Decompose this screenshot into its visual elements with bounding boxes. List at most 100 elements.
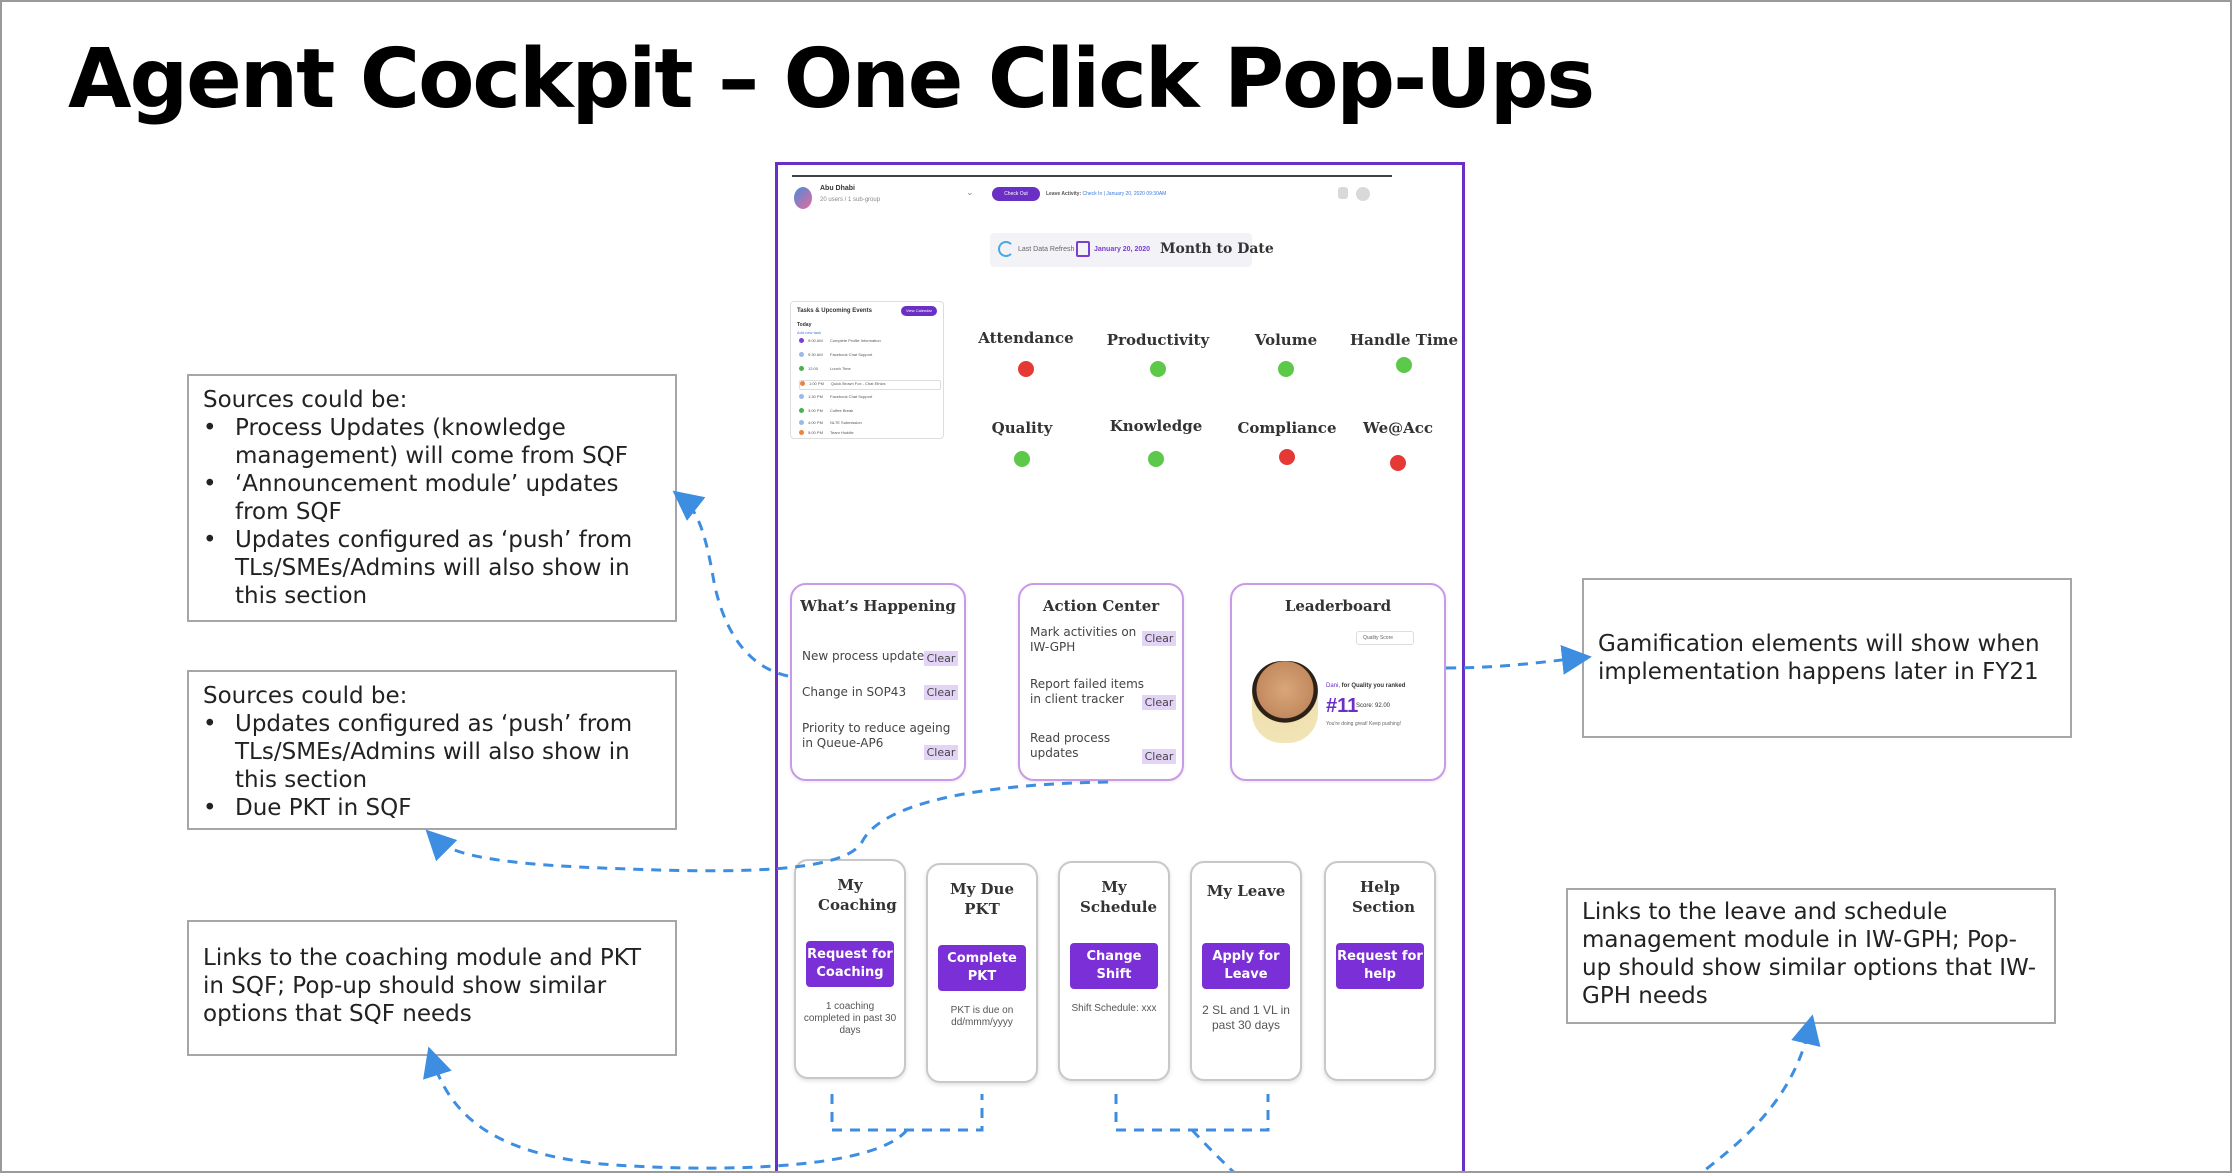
update-item[interactable]: Change in SOP43 [802,685,907,699]
task-dot [799,408,804,414]
checkout-button[interactable]: Check Out [992,187,1040,201]
request-help-button[interactable]: Request for help [1336,943,1424,989]
note-text: Gamification elements will show when imp… [1598,631,2040,685]
clear-button[interactable]: Clear [1142,631,1176,646]
tile-note: PKT is due on dd/mmm/yyyy [950,1005,1014,1028]
period-label[interactable]: Month to Date [1160,241,1274,257]
kpi-status-productivity [1150,361,1166,377]
arrow-whats-happening [672,490,789,678]
task-time: 3:00 PM [808,408,823,413]
note-item: ‘Announcement module’ updates from SQF [203,470,661,526]
kpi-label-productivity: Productivity [1106,331,1210,349]
clear-button[interactable]: Clear [1142,749,1176,764]
clear-button[interactable]: Clear [924,651,958,666]
task-dot [799,366,804,372]
kpi-status-attendance [1018,361,1034,377]
apply-leave-button[interactable]: Apply for Leave [1202,943,1290,989]
tile-title: My Due PKT [950,880,1014,918]
settings-icon[interactable] [1338,187,1348,199]
kpi-label-handle-time: Handle Time [1349,331,1459,349]
chevron-down-icon[interactable]: ⌄ [966,187,974,197]
task-time: 5:00 PM [808,430,823,435]
tile-note: 2 SL and 1 VL in past 30 days [1202,1003,1290,1032]
kpi-label-compliance: Compliance [1237,419,1337,437]
clear-button[interactable]: Clear [924,745,958,760]
leave-activity-value: Check In | January 20, 2020 09:30AM [1082,191,1167,197]
view-calendar-button[interactable]: View Calendar [901,306,937,316]
page-title: Agent Cockpit – One Click Pop-Ups [68,32,1595,127]
kpi-status-we-acc [1390,455,1406,471]
note-text: Links to the leave and schedule manageme… [1582,899,2037,1009]
calendar-icon[interactable] [1076,241,1090,257]
complete-pkt-button[interactable]: Complete PKT [938,945,1026,991]
task-dot [799,430,804,436]
task-time: 12:00 [808,366,819,371]
leaderboard-rank-label: for Quality you ranked [1340,683,1406,689]
add-task-link[interactable]: Add new task [797,330,822,335]
kpi-status-volume [1278,361,1294,377]
clear-button[interactable]: Clear [1142,695,1176,710]
tile-title: My Leave [1206,882,1286,900]
header-divider [792,175,1392,177]
note-item: Updates configured as ‘push’ from TLs/SM… [203,710,661,794]
whats-happening-card: What’s Happening New process update Clea… [790,583,966,781]
kpi-label-we-acc: We@Acc [1362,419,1434,437]
change-shift-button[interactable]: Change Shift [1070,943,1158,989]
refresh-date: January 20, 2020 [1094,246,1151,253]
task-label: Complete Profile Information [830,338,881,343]
task-time: 9:00 AM [808,338,823,343]
tasks-title: Tasks & Upcoming Events [797,308,872,314]
refresh-bar: Last Data Refresh January 20, 2020 Month… [990,233,1274,267]
task-time: 4:00 PM [808,420,823,425]
tile-my-due-pkt: My Due PKT Complete PKT PKT is due on dd… [926,863,1038,1083]
request-coaching-button[interactable]: Request for Coaching [806,941,894,987]
kpi-label-attendance: Attendance [978,329,1074,347]
task-time: 1:00 PM [809,381,824,386]
task-dot [800,381,805,387]
task-item[interactable]: 9:00 AM Complete Profile Information [799,338,941,348]
note-item: Updates configured as ‘push’ from TLs/SM… [203,526,661,610]
kpi-status-compliance [1279,449,1295,465]
tile-help-section: Help Section Request for help [1324,861,1436,1081]
kpi-status-quality [1014,451,1030,467]
leaderboard-card: Leaderboard Quality Score Dani, for Qual… [1230,583,1446,781]
arrow-leaderboard [1445,644,1592,675]
tile-title: Help Section [1352,878,1416,916]
kpi-label-knowledge: Knowledge [1109,417,1203,435]
tile-my-coaching: My Coaching Request for Coaching 1 coach… [794,859,906,1079]
note-sources-2: Sources could be: Updates configured as … [187,670,677,830]
clear-button[interactable]: Clear [924,685,958,700]
refresh-icon[interactable] [998,241,1014,257]
task-dot [799,394,804,400]
tasks-today: Today [797,322,812,328]
update-item[interactable]: New process update [802,649,925,663]
update-item[interactable]: Priority to reduce ageing in Queue-AP6 [802,721,951,750]
note-gamification: Gamification elements will show when imp… [1582,578,2072,738]
leaderboard-select[interactable]: Quality Score [1356,631,1414,645]
user-subtitle: 20 users / 1 sub-group [820,197,881,203]
profile-icon[interactable] [1356,187,1370,201]
task-time: 9:30 AM [808,352,823,357]
avatar[interactable] [794,187,812,209]
task-item[interactable]: 5:00 PM Team Huddle [799,430,941,438]
action-item[interactable]: Report failed items in client tracker [1030,677,1145,706]
task-label: Team Huddle [830,430,854,435]
leaderboard-rank: #11 [1326,695,1359,717]
action-item[interactable]: Mark activities on IW-GPH [1030,625,1137,654]
tile-note: 1 coaching completed in past 30 days [803,1001,897,1036]
leave-activity-label: Leave Activity: [1046,191,1082,197]
tasks-panel: Tasks & Upcoming Events View Calendar To… [790,301,944,439]
kpi-status-knowledge [1148,451,1164,467]
note-sources-1: Sources could be: Process Updates (knowl… [187,374,677,622]
action-item[interactable]: Read process updates [1030,731,1111,760]
note-text: Links to the coaching module and PKT in … [203,945,642,1027]
card-title: What’s Happening [800,597,956,615]
note-coaching-links: Links to the coaching module and PKT in … [187,920,677,1056]
leaderboard-user: Dani, [1326,683,1341,689]
